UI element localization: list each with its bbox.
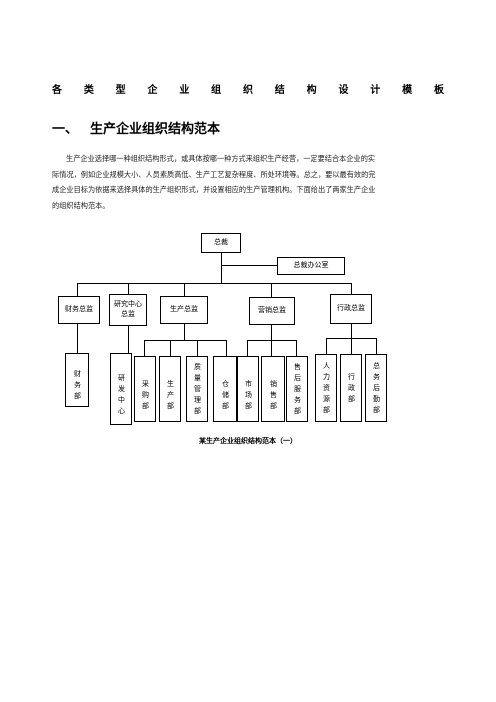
finance-department-label: 财务部 [73, 370, 82, 403]
rnd-center-box: 研发中心 [110, 353, 132, 425]
hr-department-box: 人力资源部 [315, 354, 337, 422]
marketing-director-box: 营销总监 [249, 297, 295, 325]
document-title: 各类型企业组织结构设计模板 [52, 81, 444, 96]
warehouse-department-label: 仓储部 [221, 379, 230, 413]
title-char: 类 [83, 85, 94, 96]
rnd-director-label: 研究中心总监 [114, 300, 142, 318]
connector [351, 324, 352, 338]
connector [128, 283, 129, 294]
connector [144, 340, 145, 356]
production-director-box: 生产总监 [160, 296, 208, 324]
connector [376, 338, 377, 354]
quality-department-box: 质量管理部 [186, 356, 208, 422]
title-char: 组 [211, 85, 222, 96]
finance-director-box: 财务总监 [58, 296, 100, 324]
ceo-office-label: 总裁办公室 [293, 261, 329, 270]
sales-department-label: 销售部 [269, 379, 278, 413]
connector [197, 340, 198, 356]
connector [226, 340, 227, 356]
section-heading: 一、生产企业组织结构范本 [52, 118, 220, 137]
production-director-label: 生产总监 [170, 305, 198, 314]
connector [170, 340, 171, 356]
title-char: 型 [115, 85, 126, 96]
production-department-label: 生产部 [166, 379, 175, 413]
admin-department-box: 行政部 [340, 354, 362, 422]
hr-department-label: 人力资源部 [322, 361, 331, 417]
ceo-office-box: 总裁办公室 [277, 257, 345, 275]
connector [326, 338, 327, 354]
admin-department-label: 行政部 [347, 373, 356, 406]
connector [351, 283, 352, 294]
paragraph-line: 生产企业选择哪一种组织结构形式，或具体按哪一种方式来组织生产经营，一定要结合本企… [66, 154, 376, 163]
connector [271, 340, 272, 356]
section-number: 一、 [52, 122, 79, 137]
connector [271, 325, 272, 340]
title-char: 结 [274, 85, 285, 96]
finance-director-label: 财务总监 [65, 305, 93, 314]
connector [77, 283, 351, 284]
paragraph-line: 际情况，例如企业规模大小、人员素质高低、生产工艺复杂程度、所处环境等。总之，要以… [52, 169, 376, 179]
title-char: 构 [306, 85, 317, 96]
logistics-department-label: 总务后勤部 [372, 361, 381, 417]
title-char: 板 [433, 85, 444, 96]
logistics-department-box: 总务后勤部 [365, 354, 387, 422]
section-title: 生产企业组织结构范本 [90, 122, 221, 137]
ceo-label: 总裁 [214, 238, 228, 247]
connector [77, 283, 78, 296]
sales-department-box: 销售部 [261, 356, 285, 422]
connector [247, 340, 248, 356]
purchasing-department-box: 采购部 [134, 356, 156, 422]
admin-director-label: 行政总监 [337, 304, 365, 313]
market-department-box: 市场部 [237, 356, 259, 422]
connector [128, 326, 129, 353]
connector [296, 340, 297, 356]
after-sales-department-label: 售后服务部 [293, 362, 302, 418]
title-char: 计 [370, 85, 381, 96]
warehouse-department-box: 仓储部 [213, 356, 237, 422]
connector [144, 340, 226, 341]
production-department-box: 生产部 [159, 356, 181, 422]
market-department-label: 市场部 [244, 379, 253, 413]
title-char: 各 [52, 85, 62, 96]
after-sales-department-box: 售后服务部 [286, 356, 308, 422]
chart-caption: 某生产企业组织结构范本（一） [199, 436, 297, 445]
title-char: 设 [338, 85, 349, 96]
finance-department-box: 财务部 [65, 353, 89, 407]
connector [184, 283, 185, 296]
connector [221, 253, 222, 283]
rnd-director-box: 研究中心总监 [109, 294, 147, 326]
ceo-box: 总裁 [201, 233, 241, 253]
connector [221, 265, 277, 266]
paragraph-line: 的组织结构范本。 [52, 200, 110, 210]
connector [77, 324, 78, 353]
connector [351, 338, 352, 354]
connector [271, 283, 272, 297]
title-char: 织 [242, 85, 253, 96]
admin-director-box: 行政总监 [330, 294, 372, 324]
intro-paragraph: 生产企业选择哪一种组织结构形式，或具体按哪一种方式来组织生产经营，一定要结合本企… [52, 151, 445, 213]
rnd-center-label: 研发中心 [117, 374, 126, 418]
title-char: 企 [147, 85, 158, 96]
quality-department-label: 质量管理部 [193, 363, 202, 418]
paragraph-line: 成企业目标为依据来选择具体的生产组织形式，并设置相应的生产管理机构。下面给出了两… [52, 185, 376, 195]
marketing-director-label: 营销总监 [258, 306, 286, 315]
connector [184, 324, 185, 340]
title-char: 模 [402, 85, 413, 96]
purchasing-department-label: 采购部 [141, 379, 150, 413]
title-char: 业 [179, 85, 190, 96]
